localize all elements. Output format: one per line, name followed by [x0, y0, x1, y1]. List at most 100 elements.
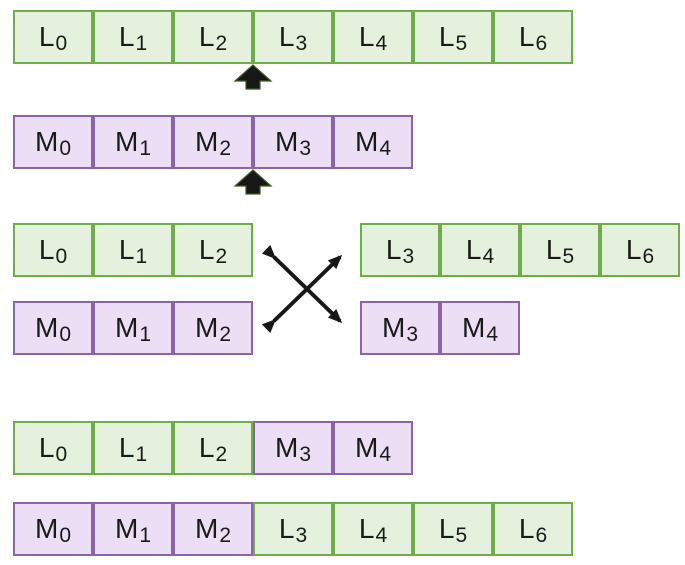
cell-label: L: [38, 432, 55, 463]
cell-subscript: 3: [402, 244, 415, 268]
cell-subscript: 5: [562, 244, 575, 268]
cell-subscript: 1: [139, 322, 151, 346]
cell-label: M: [274, 126, 299, 157]
cell-subscript: 0: [59, 523, 71, 547]
cell-subscript: 3: [295, 31, 308, 55]
cell-subscript: 4: [482, 244, 495, 268]
cell-subscript: 0: [55, 31, 68, 55]
cell-subscript: 1: [135, 442, 148, 466]
cell-subscript: 4: [379, 136, 391, 160]
cell-label: M: [461, 312, 486, 343]
cell-label: L: [118, 234, 135, 265]
cell-subscript: 4: [486, 322, 498, 346]
cell-label: L: [518, 21, 535, 52]
cell-subscript: 3: [299, 442, 311, 466]
cell-subscript: 5: [455, 31, 468, 55]
cell-subscript: 2: [215, 442, 228, 466]
cell-label: M: [354, 432, 379, 463]
cell-subscript: 4: [379, 442, 391, 466]
cell-label: L: [358, 21, 375, 52]
cell-label: L: [358, 513, 375, 544]
cell-label: M: [114, 312, 139, 343]
cell-label: M: [354, 126, 379, 157]
cell-label: M: [114, 513, 139, 544]
cell-label: M: [34, 513, 59, 544]
cell-label: M: [274, 432, 299, 463]
cell-subscript: 5: [455, 523, 468, 547]
cell-subscript: 2: [219, 322, 231, 346]
cell-subscript: 2: [219, 136, 231, 160]
cell-subscript: 6: [642, 244, 655, 268]
cell-subscript: 2: [215, 31, 228, 55]
cell-subscript: 3: [299, 136, 311, 160]
cell-subscript: 1: [139, 136, 151, 160]
cell-subscript: 1: [135, 31, 148, 55]
cell-label: L: [438, 21, 455, 52]
cell-subscript: 3: [406, 322, 418, 346]
cell-label: M: [114, 126, 139, 157]
cell-label: L: [198, 21, 215, 52]
up-arrow-icon: [233, 169, 273, 195]
cell-label: L: [198, 432, 215, 463]
cell-label: L: [118, 432, 135, 463]
cell-subscript: 4: [375, 31, 388, 55]
cell-label: M: [381, 312, 406, 343]
cell-label: L: [278, 513, 295, 544]
cell-subscript: 0: [59, 322, 71, 346]
cell-label: L: [465, 234, 482, 265]
cell-subscript: 0: [55, 244, 68, 268]
cell-label: L: [385, 234, 402, 265]
cell-subscript: 1: [139, 523, 151, 547]
cell-subscript: 6: [535, 31, 548, 55]
cell-label: L: [438, 513, 455, 544]
up-arrow-icon: [233, 64, 273, 90]
cell-label: L: [518, 513, 535, 544]
cell-label: L: [625, 234, 642, 265]
cell-label: L: [198, 234, 215, 265]
cell-label: L: [38, 21, 55, 52]
cell-subscript: 2: [219, 523, 231, 547]
cell-subscript: 1: [135, 244, 148, 268]
cell-subscript: 3: [295, 523, 308, 547]
cell-label: L: [38, 234, 55, 265]
